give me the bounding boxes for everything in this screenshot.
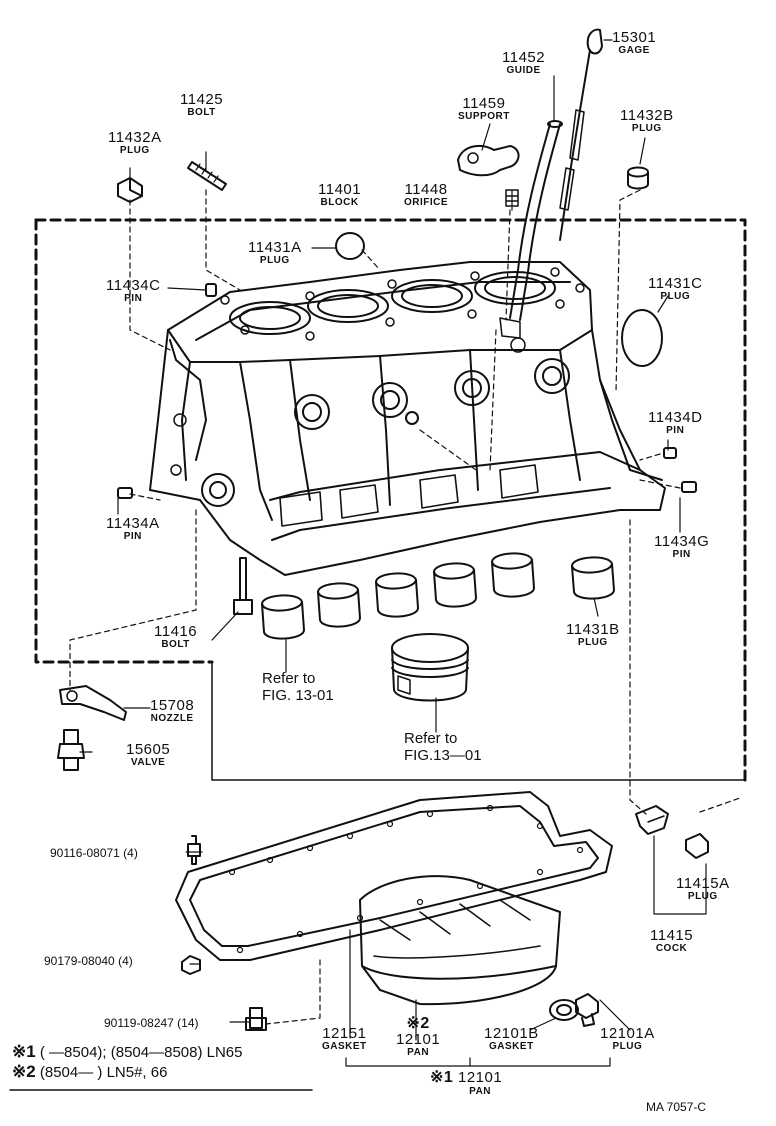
mark1-inline: ※1 xyxy=(430,1069,454,1086)
label-pin-11434g: 11434G PIN xyxy=(654,533,710,560)
label-block: 11401 BLOCK xyxy=(318,181,362,208)
block-bracket-frame xyxy=(34,218,747,782)
pin-a-shape xyxy=(117,487,133,499)
hw-bolt-3-shape xyxy=(245,1007,267,1031)
expansion-plug-c xyxy=(621,309,663,367)
nozzle-shape xyxy=(59,685,127,721)
leader-lines xyxy=(79,39,707,1067)
label-support: 11459 SUPPORT xyxy=(458,95,510,122)
refer-fig-left: Refer to FIG. 13-01 xyxy=(262,670,334,704)
label-bolt-11416: 11416 BOLT xyxy=(154,623,198,650)
pin-g-shape xyxy=(681,481,697,493)
piston-shape xyxy=(391,633,469,702)
label-orifice: 11448 ORIFICE xyxy=(404,181,449,208)
plug-b-shape xyxy=(627,166,649,190)
dashed-alignment-lines xyxy=(69,189,741,1025)
pin-c-shape xyxy=(205,283,217,297)
label-cock: 11415 COCK xyxy=(650,927,694,954)
hardware-90179: 90179-08040 (4) xyxy=(44,954,133,968)
dipstick-and-guide xyxy=(499,28,603,339)
label-nozzle: 15708 NOZZLE xyxy=(150,697,195,724)
bearing-shells xyxy=(261,552,615,640)
label-pin-11434c: 11434C PIN xyxy=(106,277,161,304)
frame-solid-lines xyxy=(211,661,746,781)
label-pin-11434d: 11434D PIN xyxy=(648,409,703,436)
label-plug-11415a: 11415A PLUG xyxy=(676,875,730,902)
refer-fig-right: Refer to FIG.13—01 xyxy=(404,730,482,764)
hw-nut-2-shape xyxy=(181,955,201,975)
label-plug-11431c: 11431C PLUG xyxy=(648,275,703,302)
figure-code: MA 7057-C xyxy=(646,1100,707,1114)
label-plug-11432a: 11432A PLUG xyxy=(108,129,162,156)
stud-bolt-shape xyxy=(187,161,227,191)
label-gasket-12101b: 12101B GASKET xyxy=(484,1025,539,1052)
label-plug-11432b: 11432B PLUG xyxy=(620,107,674,134)
oil-pan-body xyxy=(359,875,561,1006)
label-gasket-12151: 12151 GASKET xyxy=(322,1025,367,1052)
drain-gasket-inner xyxy=(556,1004,572,1016)
main-bolt-shape xyxy=(233,557,253,615)
hardware-90119: 90119-08247 (14) xyxy=(104,1016,199,1030)
note-1: ※1 ( —8504); (8504—8508) LN65 xyxy=(12,1042,243,1061)
hw-bolt-1-shape xyxy=(187,835,201,865)
label-plug-11431a: 11431A PLUG xyxy=(248,239,302,266)
label-pin-11434a: 11434A PIN xyxy=(106,515,160,542)
support-bracket xyxy=(457,144,520,177)
label-valve: 15605 VALVE xyxy=(126,741,171,768)
label-pan-mark1: ※1 12101 PAN xyxy=(430,1069,503,1097)
label-bolt-11425: 11425 BOLT xyxy=(180,91,224,118)
pin-d-shape xyxy=(663,447,677,459)
drain-gasket-shape xyxy=(549,999,579,1021)
pan-mark1-number: 12101 xyxy=(457,1069,503,1086)
hardware-90116: 90116-08071 (4) xyxy=(50,846,138,860)
note-2: ※2 (8504— ) LN5#, 66 xyxy=(12,1062,168,1081)
drain-cock-shape xyxy=(635,805,669,835)
label-guide: 11452 GUIDE xyxy=(502,49,546,76)
label-gage: 15301 GAGE xyxy=(612,29,657,56)
label-plug-11431b: 11431B PLUG xyxy=(566,621,620,648)
drain-plug-shape xyxy=(575,993,599,1027)
valve-shape xyxy=(57,729,85,771)
plug-a-shape xyxy=(117,177,143,203)
cock-plug-shape xyxy=(685,833,709,859)
oil-pan-gasket xyxy=(175,791,613,961)
expansion-plug-a xyxy=(335,232,365,260)
label-plug-12101a: 12101A PLUG xyxy=(600,1025,655,1052)
label-pan-mark2: ※2 12101 PAN xyxy=(396,1015,441,1058)
engine-block-drawing xyxy=(149,261,666,576)
